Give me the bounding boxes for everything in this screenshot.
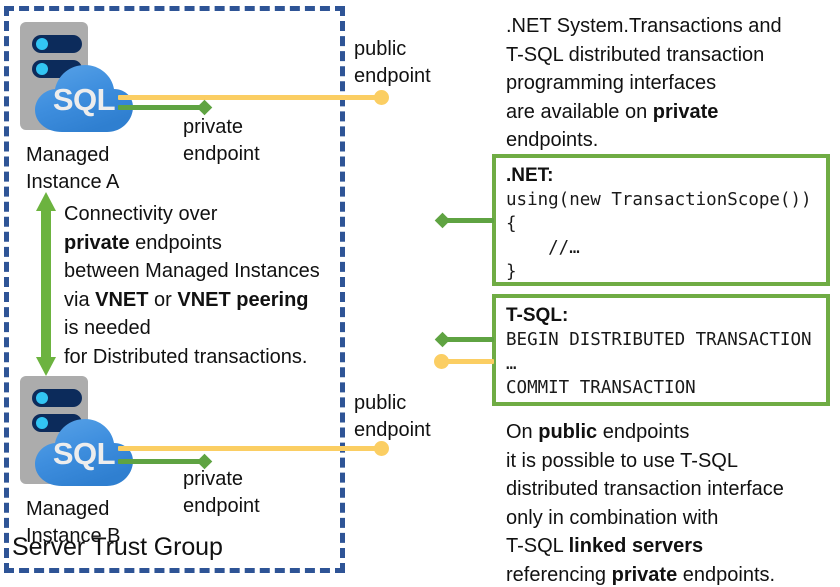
tsql-private-connector bbox=[446, 337, 494, 342]
top-note-line-3: programming interfaces bbox=[506, 72, 717, 94]
bottom-note-line-4: only in combination with bbox=[506, 506, 719, 529]
public-endpoint-label-b: public endpoint bbox=[354, 392, 431, 441]
tsql-code-line-1: BEGIN DISTRIBUTED TRANSACTION bbox=[506, 330, 812, 350]
sql-cloud-label: SQL bbox=[52, 436, 116, 471]
tsql-code-line-3: COMMIT TRANSACTION bbox=[506, 378, 696, 398]
tsql-code-title: T-SQL: bbox=[506, 305, 569, 326]
server-trust-group-boundary bbox=[4, 6, 345, 573]
server-drive-bar-icon bbox=[32, 389, 82, 407]
tsql-code-box: T-SQL: BEGIN DISTRIBUTED TRANSACTION … C… bbox=[492, 294, 830, 406]
server-trust-group-label: Server Trust Group bbox=[12, 533, 223, 561]
bottom-note-line-6-bold: private bbox=[611, 563, 678, 586]
dotnet-code-line-3: //… bbox=[506, 238, 580, 258]
managed-instance-b-icon: SQL bbox=[18, 376, 136, 496]
top-note-line-5: endpoints. bbox=[506, 129, 599, 151]
private-endpoint-label-b: private endpoint bbox=[183, 468, 260, 517]
dotnet-private-terminal bbox=[434, 212, 451, 229]
server-led-icon bbox=[36, 63, 48, 75]
public-endpoint-connector-b bbox=[118, 446, 382, 451]
dotnet-code-line-4: } bbox=[506, 262, 517, 282]
connectivity-note: Connectivity over private endpoints betw… bbox=[64, 200, 339, 371]
bottom-note-line-1-suffix: endpoints bbox=[597, 421, 690, 443]
server-led-icon bbox=[36, 392, 48, 404]
bottom-note: On public endpoints it is possible to us… bbox=[506, 418, 840, 587]
dotnet-code-box: .NET: using(new TransactionScope()) { //… bbox=[492, 154, 830, 286]
top-note-line-2: T-SQL distributed transaction bbox=[506, 43, 765, 66]
public-endpoint-terminal-a bbox=[374, 90, 389, 105]
bottom-note-line-1-bold: public bbox=[538, 421, 598, 443]
server-drive-bar-icon bbox=[32, 35, 82, 53]
dotnet-code-line-2: { bbox=[506, 214, 517, 234]
managed-instance-b-caption: Managed Instance B bbox=[26, 498, 121, 547]
sql-cloud-label: SQL bbox=[52, 82, 116, 117]
private-endpoint-connector-a bbox=[118, 105, 206, 110]
bottom-note-line-5-bold: linked servers bbox=[568, 535, 704, 557]
private-endpoint-connector-b bbox=[118, 459, 206, 464]
public-endpoint-label-a: public endpoint bbox=[354, 38, 431, 87]
sql-cloud-icon: SQL bbox=[34, 62, 134, 134]
private-endpoint-label-a: private endpoint bbox=[183, 116, 260, 165]
public-endpoint-terminal-b bbox=[374, 441, 389, 456]
top-note-line-4-bold: private bbox=[652, 100, 719, 123]
bottom-note-line-6-suffix: endpoints. bbox=[677, 563, 776, 586]
bottom-note-line-2: it is possible to use T-SQL bbox=[506, 449, 738, 472]
sql-cloud-icon: SQL bbox=[34, 416, 134, 488]
dotnet-code-line-1: using(new TransactionScope()) bbox=[506, 190, 812, 210]
tsql-public-connector bbox=[446, 359, 494, 364]
tsql-private-terminal bbox=[434, 331, 451, 348]
managed-instance-a-icon: SQL bbox=[18, 22, 136, 142]
dotnet-private-connector bbox=[446, 218, 494, 223]
top-note: .NET System.Transactions and T-SQL distr… bbox=[506, 12, 836, 155]
bottom-note-line-1-prefix: On bbox=[506, 421, 539, 443]
dotnet-code-title: .NET: bbox=[506, 165, 554, 186]
public-endpoint-connector-a bbox=[118, 95, 382, 100]
bottom-note-line-6-prefix: referencing bbox=[506, 563, 612, 586]
tsql-code-line-2: … bbox=[506, 354, 517, 374]
top-note-line-4-prefix: are available on bbox=[506, 100, 653, 123]
tsql-public-terminal bbox=[434, 354, 449, 369]
bottom-note-line-3: distributed transaction interface bbox=[506, 478, 784, 500]
top-note-line-1: .NET System.Transactions and bbox=[506, 15, 782, 37]
connectivity-note-text: Connectivity over private endpoints betw… bbox=[64, 203, 320, 368]
managed-instance-a-caption: Managed Instance A bbox=[26, 144, 120, 193]
private-connectivity-double-arrow bbox=[34, 192, 58, 376]
server-led-icon bbox=[36, 38, 48, 50]
bottom-note-line-5-prefix: T-SQL bbox=[506, 535, 569, 557]
server-led-icon bbox=[36, 417, 48, 429]
